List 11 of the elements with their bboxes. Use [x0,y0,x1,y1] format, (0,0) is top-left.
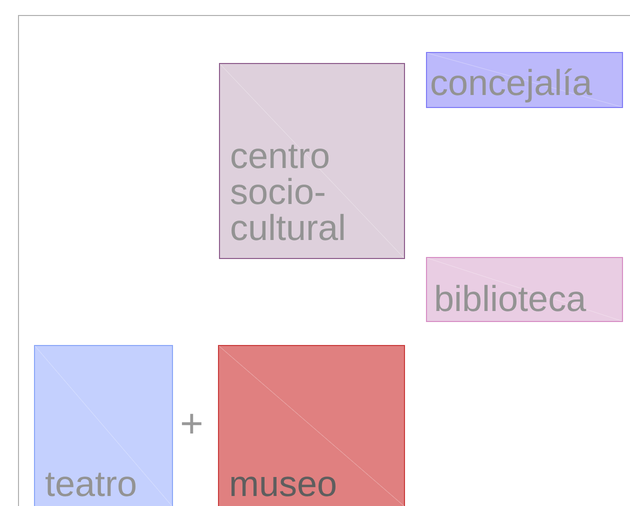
box-label: concejalía [430,65,594,101]
colored-box [426,257,623,322]
colored-box [426,52,623,108]
colored-box [219,63,405,259]
plus-sign: + [180,404,204,444]
box-label: biblioteca [434,281,588,317]
box-label: museo [229,466,338,502]
colored-box [218,345,405,506]
box-label: teatro [45,466,138,502]
colored-box [34,345,173,506]
box-label: centro socio-cultural [230,138,348,246]
